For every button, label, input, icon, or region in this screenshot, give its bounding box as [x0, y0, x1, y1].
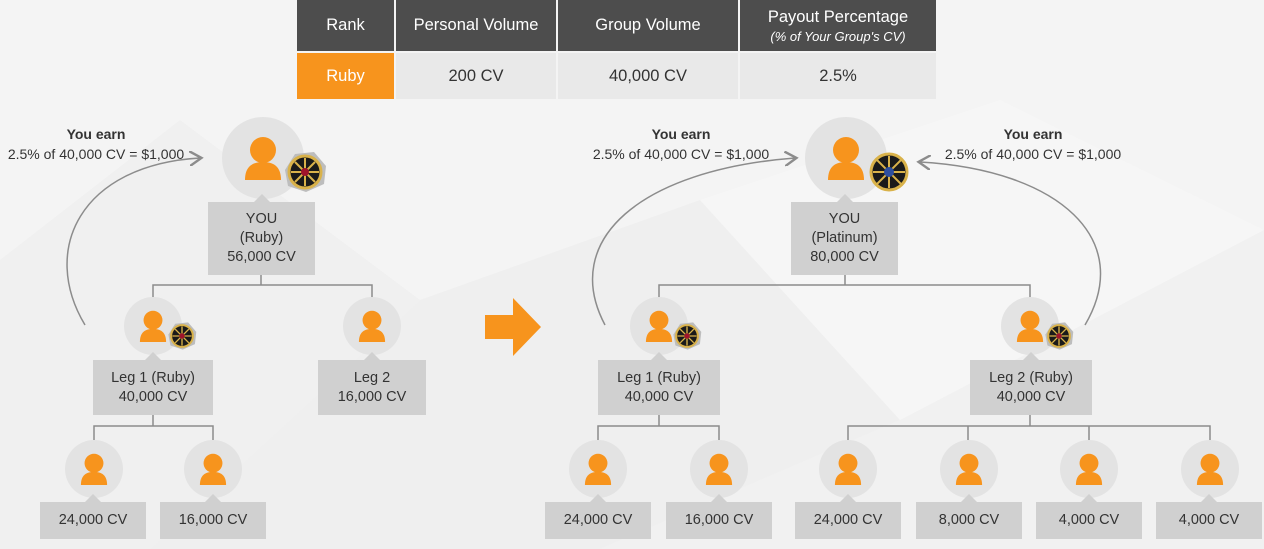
leg2-cv: 40,000 CV — [996, 388, 1066, 405]
child-avatar — [569, 440, 627, 498]
arrow-right-icon — [485, 298, 541, 356]
person-icon — [199, 453, 227, 485]
ruby-medal-icon — [168, 322, 197, 350]
person-icon — [1196, 453, 1224, 485]
person-icon — [139, 310, 167, 342]
person-icon — [584, 453, 612, 485]
person-icon — [645, 310, 673, 342]
child-avatar — [940, 440, 998, 498]
person-icon — [358, 310, 386, 342]
platinum-medal-icon — [869, 152, 909, 192]
person-icon — [828, 137, 864, 180]
leg1-name: Leg 1 (Ruby) — [111, 369, 195, 386]
child-box: 8,000 CV — [916, 494, 1022, 539]
header-rank: Rank — [297, 0, 396, 52]
you-avatar-right — [805, 117, 887, 199]
person-icon — [705, 453, 733, 485]
you-cv: 56,000 CV — [227, 249, 296, 265]
you-label: YOU — [245, 211, 278, 227]
right-earn-formula-left: 2.5% of 40,000 CV = $1,000 — [592, 146, 770, 162]
child-box: 24,000 CV — [40, 494, 146, 539]
person-icon — [1075, 453, 1103, 485]
child-avatar — [1060, 440, 1118, 498]
child-box: 24,000 CV — [545, 494, 651, 539]
leg2-box-left: Leg 2 16,000 CV — [318, 352, 426, 415]
child-box: 16,000 CV — [160, 494, 266, 539]
cell-personal-volume: 200 CV — [395, 51, 558, 99]
leg1-cv: 40,000 CV — [118, 388, 188, 405]
you-label: YOU — [828, 211, 861, 227]
cell-payout-percentage: 2.5% — [739, 51, 936, 99]
header-group-volume: Group Volume — [557, 0, 740, 52]
ruby-medal-icon — [285, 152, 326, 192]
right-earn-label-left: You earn 2.5% of 40,000 CV = $1,000 — [586, 124, 776, 164]
child-avatar — [819, 440, 877, 498]
payout-title: Payout Percentage — [767, 7, 909, 26]
leg1-cv: 40,000 CV — [624, 388, 694, 405]
person-icon — [955, 453, 983, 485]
you-cv: 80,000 CV — [810, 249, 879, 265]
right-earn-title-left: You earn — [651, 126, 711, 142]
leg2-cv: 16,000 CV — [337, 388, 407, 405]
leg2-box-right: Leg 2 (Ruby) 40,000 CV — [970, 352, 1092, 415]
leg1-box-left: Leg 1 (Ruby) 40,000 CV — [93, 352, 213, 415]
ruby-medal-icon — [673, 322, 702, 350]
left-earn-formula: 2.5% of 40,000 CV = $1,000 — [7, 146, 185, 162]
child-avatar — [690, 440, 748, 498]
child-box: 4,000 CV — [1156, 494, 1262, 539]
left-earn-title: You earn — [66, 126, 126, 142]
payout-note: (% of Your Group's CV) — [770, 28, 906, 44]
header-personal-volume: Personal Volume — [395, 0, 558, 52]
person-icon — [245, 137, 281, 180]
leg2-avatar-left — [343, 297, 401, 355]
child-box: 24,000 CV — [795, 494, 901, 539]
ruby-medal-icon — [1045, 322, 1074, 350]
leg2-name: Leg 2 — [353, 369, 391, 386]
person-icon — [80, 453, 108, 485]
child-avatar — [184, 440, 242, 498]
leg1-name: Leg 1 (Ruby) — [617, 369, 701, 386]
you-box-left: YOU (Ruby) 56,000 CV — [208, 194, 315, 275]
you-rank: (Ruby) — [239, 230, 284, 246]
left-earn-label: You earn 2.5% of 40,000 CV = $1,000 — [4, 124, 188, 164]
child-avatar — [65, 440, 123, 498]
child-box: 16,000 CV — [666, 494, 772, 539]
you-box-right: YOU (Platinum) 80,000 CV — [791, 194, 898, 275]
rank-table-row: Ruby 200 CV 40,000 CV 2.5% — [297, 51, 936, 99]
person-icon — [1016, 310, 1044, 342]
person-icon — [834, 453, 862, 485]
rank-table-header: Rank Personal Volume Group Volume Payout… — [297, 0, 936, 52]
right-earn-label-right: You earn 2.5% of 40,000 CV = $1,000 — [938, 124, 1128, 164]
cell-rank: Ruby — [297, 51, 396, 99]
leg1-box-right: Leg 1 (Ruby) 40,000 CV — [598, 352, 720, 415]
right-earn-formula-right: 2.5% of 40,000 CV = $1,000 — [944, 146, 1122, 162]
header-payout-percentage: Payout Percentage (% of Your Group's CV) — [739, 0, 936, 52]
cell-group-volume: 40,000 CV — [557, 51, 740, 99]
child-box: 4,000 CV — [1036, 494, 1142, 539]
leg2-name: Leg 2 (Ruby) — [989, 369, 1073, 386]
child-avatar — [1181, 440, 1239, 498]
right-earn-title-right: You earn — [1003, 126, 1063, 142]
rank-table: Rank Personal Volume Group Volume Payout… — [297, 0, 936, 99]
you-rank: (Platinum) — [811, 230, 878, 246]
